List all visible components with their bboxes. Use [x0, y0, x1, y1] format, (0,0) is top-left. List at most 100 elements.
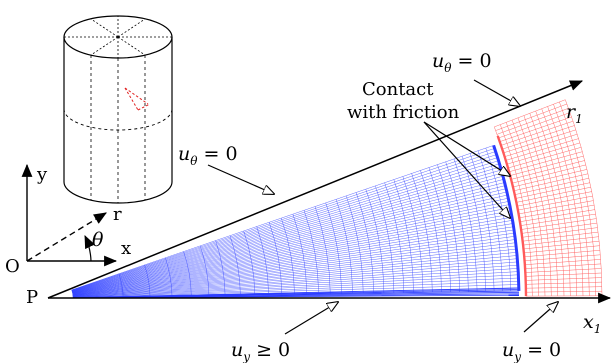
red-mesh-arc-line: [541, 108, 577, 296]
blue-mesh-radial-line: [72, 274, 519, 298]
blue-mesh-radial-line: [71, 163, 500, 292]
red-mesh-arc-line: [553, 104, 590, 296]
cylinder-vertical-dashes: [90, 55, 146, 203]
label-u-theta-top: uθ = 0: [432, 50, 492, 75]
blue-mesh-radial-line: [72, 191, 507, 293]
blue-mesh-radial-line: [71, 157, 498, 291]
blue-mesh-radial-line: [71, 145, 494, 291]
red-mesh-arc-line: [535, 111, 571, 296]
blue-mesh-arc-line: [384, 182, 405, 293]
blue-mesh-arc-line: [243, 230, 256, 295]
blue-mesh-arc-line: [199, 245, 210, 296]
blue-mesh-arc-line: [303, 210, 319, 294]
blue-mesh-radial-line: [72, 226, 514, 295]
blue-mesh-radial-line: [72, 207, 511, 294]
red-contact-edge: [496, 135, 528, 297]
blue-mesh-radial-line: [72, 239, 516, 296]
red-mesh-arc-line: [500, 124, 533, 297]
blue-contact-edge: [492, 144, 521, 291]
cylinder-red-sector: [124, 87, 151, 111]
blue-mesh-radial-line: [71, 148, 495, 291]
blue-mesh-radial-line: [72, 232, 515, 295]
blue-mesh-arc-line: [365, 189, 385, 294]
red-mesh: [494, 99, 603, 297]
blue-mesh-arc-line: [215, 240, 226, 296]
label-x1: x1: [583, 311, 601, 336]
red-mesh-arc-line: [511, 120, 546, 297]
blue-mesh-radial-line: [72, 223, 514, 295]
red-mesh-arc-line: [523, 115, 558, 297]
blue-mesh-arc-line: [445, 161, 469, 292]
blue-mesh-radial-line: [72, 216, 513, 294]
blue-mesh-radial-line: [72, 175, 504, 292]
blue-mesh-radial-line: [72, 242, 516, 296]
blue-mesh-arc-line: [325, 202, 342, 294]
blue-mesh-radial-line: [71, 160, 499, 291]
arrow-u-y-eq: [523, 302, 558, 333]
arrow-u-theta-mid: [207, 164, 274, 194]
blue-mesh-arc-line: [314, 206, 331, 294]
blue-mesh-radial-line: [72, 179, 504, 292]
blue-mesh-radial-line: [72, 264, 518, 297]
blue-mesh-arc-line: [402, 176, 424, 293]
arrow-u-theta-top: [473, 79, 520, 106]
blue-mesh-arc-line: [375, 185, 395, 293]
blue-mesh-radial-line: [72, 188, 507, 293]
label-axis-theta: θ: [92, 229, 104, 251]
blue-mesh-arc-line: [393, 179, 414, 293]
blue-mesh-arc-line: [183, 251, 192, 296]
blue-mesh-arc-line: [335, 199, 353, 294]
blue-mesh-radial-line: [72, 236, 515, 295]
red-mesh-arc-line: [517, 117, 552, 297]
blue-mesh-radial-line: [71, 154, 497, 291]
arrow-contact-lower: [423, 121, 510, 218]
blue-mesh-radial-line: [72, 182, 505, 293]
blue-mesh-radial-line: [72, 284, 519, 298]
blue-mesh-radial-line: [71, 151, 496, 291]
blue-mesh: [71, 144, 521, 299]
blue-mesh-arc-line: [437, 164, 460, 292]
label-axis-x: x: [121, 238, 131, 259]
pointer-arrows: [207, 79, 558, 335]
arrow-contact-upper: [423, 121, 510, 176]
label-u-y-eq: uy = 0: [502, 339, 561, 363]
blue-mesh-radial-line: [72, 172, 503, 292]
blue-mesh-arc-line: [268, 222, 283, 295]
red-mesh-arc-line: [505, 122, 539, 297]
red-mesh-arc-line: [559, 101, 596, 296]
arrow-u-y-ge: [284, 302, 338, 335]
blue-mesh-radial-line: [72, 261, 518, 297]
blue-mesh-arc-line: [461, 156, 486, 292]
blue-mesh-arc-line: [453, 158, 478, 292]
coord-theta-arc: [84, 235, 95, 262]
coord-r-axis: [26, 212, 107, 262]
blue-mesh-arc-line: [469, 153, 495, 292]
blue-mesh-radial-line: [72, 268, 519, 297]
blue-mesh-radial-line: [72, 255, 518, 296]
blue-mesh-radial-line: [72, 169, 502, 292]
blue-mesh-radial-line: [72, 213, 512, 294]
blue-mesh-arc-line: [256, 226, 269, 295]
blue-mesh-radial-line: [72, 197, 509, 293]
blue-mesh-arc-line: [477, 150, 503, 292]
label-contact-line2: with friction: [347, 102, 460, 123]
red-mesh-arc-line: [565, 99, 603, 296]
upper-boundary-axis: [47, 80, 584, 299]
label-u-y-ge: uy ≥ 0: [231, 339, 290, 363]
blue-mesh-arc-line: [292, 214, 308, 295]
blue-mesh-radial-line: [72, 185, 506, 293]
label-axis-r: r: [113, 204, 122, 225]
blue-mesh-radial-line: [72, 201, 510, 294]
coordinate-system: y x r θ O: [5, 163, 131, 277]
blue-mesh-radial-line: [71, 166, 501, 292]
label-origin-o: O: [5, 256, 20, 277]
blue-mesh-radial-line: [72, 204, 510, 294]
blue-mesh-arc-line: [355, 192, 374, 294]
blue-mesh-radial-line: [72, 194, 508, 293]
blue-mesh-radial-line: [72, 245, 517, 296]
cylinder-inset: [63, 15, 173, 204]
blue-mesh-arc-line: [345, 195, 364, 294]
blue-mesh-radial-line: [72, 229, 515, 295]
blue-mesh-base-line: [72, 287, 519, 298]
